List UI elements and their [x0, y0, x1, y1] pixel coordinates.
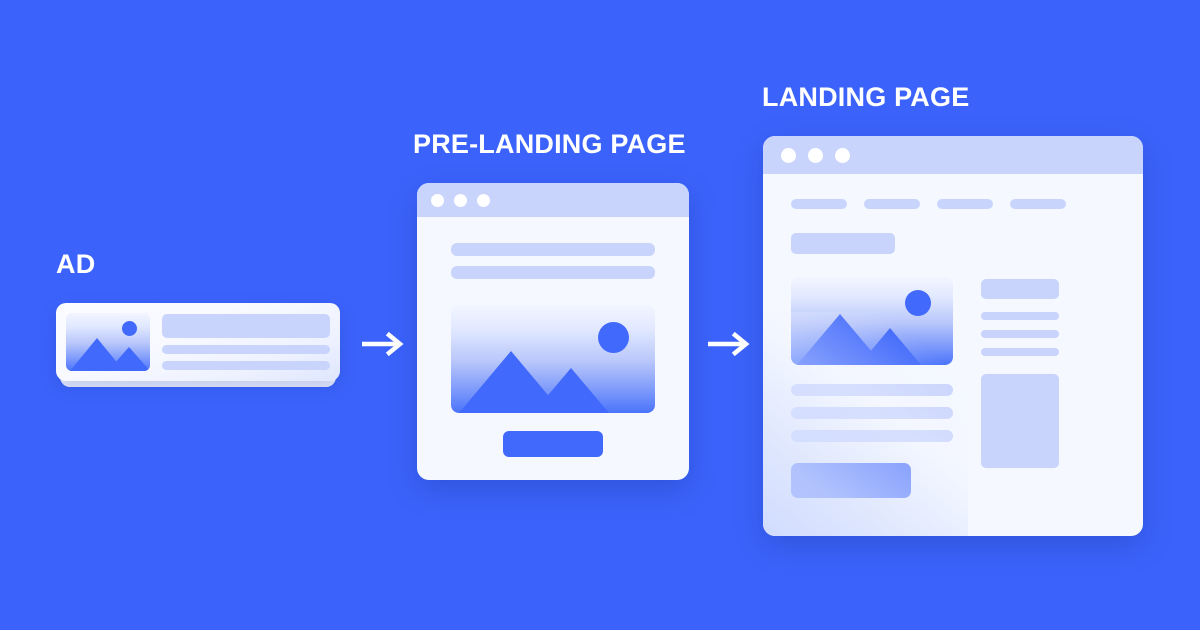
pre-landing-content [417, 217, 689, 480]
window-dot-icon-3[interactable] [477, 193, 490, 207]
landing-titlebar [763, 136, 1143, 174]
sun-circle-icon [905, 290, 931, 316]
nav-item-1[interactable] [791, 199, 847, 209]
landing-cta-button[interactable] [791, 463, 911, 498]
landing-text-line-3 [791, 430, 953, 442]
mountain-small-icon [533, 368, 609, 413]
ad-text-bar-1 [162, 345, 330, 354]
pre-landing-image-placeholder-icon [451, 305, 655, 413]
landing-sidebar [981, 277, 1059, 498]
arrow-right-icon-ad-to-pre-landing [362, 331, 404, 357]
window-dot-icon-1[interactable] [431, 193, 444, 207]
ad-card[interactable] [56, 303, 340, 387]
pre-landing-headline-bar-2 [451, 266, 655, 279]
ad-text-lines [162, 313, 330, 370]
landing-content [763, 174, 1143, 536]
mountain-small-icon [108, 347, 150, 371]
sidebar-heading-bar [981, 279, 1059, 299]
ad-headline-bar [162, 314, 330, 338]
arrow-right-icon-pre-landing-to-landing [708, 331, 750, 357]
nav-item-2[interactable] [864, 199, 920, 209]
sidebar-text-lines [981, 312, 1059, 356]
window-dot-icon-3[interactable] [835, 147, 850, 163]
landing-nav-bar [791, 199, 1115, 209]
landing-paragraph [791, 384, 953, 442]
landing-window[interactable] [763, 136, 1143, 536]
pre-landing-cta-button[interactable] [503, 431, 603, 457]
sun-circle-icon [598, 322, 629, 353]
ad-image-placeholder-icon [66, 313, 150, 371]
landing-stage-label: LANDING PAGE [762, 82, 970, 112]
sidebar-media-box [981, 374, 1059, 468]
pre-landing-stage-label: PRE-LANDING PAGE [413, 129, 686, 159]
window-dot-icon-1[interactable] [781, 147, 796, 163]
landing-heading-bar [791, 233, 895, 254]
sun-circle-icon [122, 321, 137, 336]
nav-item-3[interactable] [937, 199, 993, 209]
pre-landing-headline-bar-1 [451, 243, 655, 256]
pre-landing-window[interactable] [417, 183, 689, 480]
landing-text-line-1 [791, 384, 953, 396]
sidebar-text-line-3 [981, 348, 1059, 356]
pre-landing-titlebar [417, 183, 689, 217]
ad-text-bar-2 [162, 361, 330, 370]
landing-main-column [791, 277, 953, 498]
landing-image-placeholder-icon [791, 277, 953, 365]
window-dot-icon-2[interactable] [808, 147, 823, 163]
ad-stage-label: AD [56, 249, 96, 279]
sidebar-text-line-2 [981, 330, 1059, 338]
window-dot-icon-2[interactable] [454, 193, 467, 207]
mountain-small-icon [859, 328, 921, 365]
sidebar-text-line-1 [981, 312, 1059, 320]
landing-columns [791, 277, 1115, 498]
nav-item-4[interactable] [1010, 199, 1066, 209]
landing-text-line-2 [791, 407, 953, 419]
